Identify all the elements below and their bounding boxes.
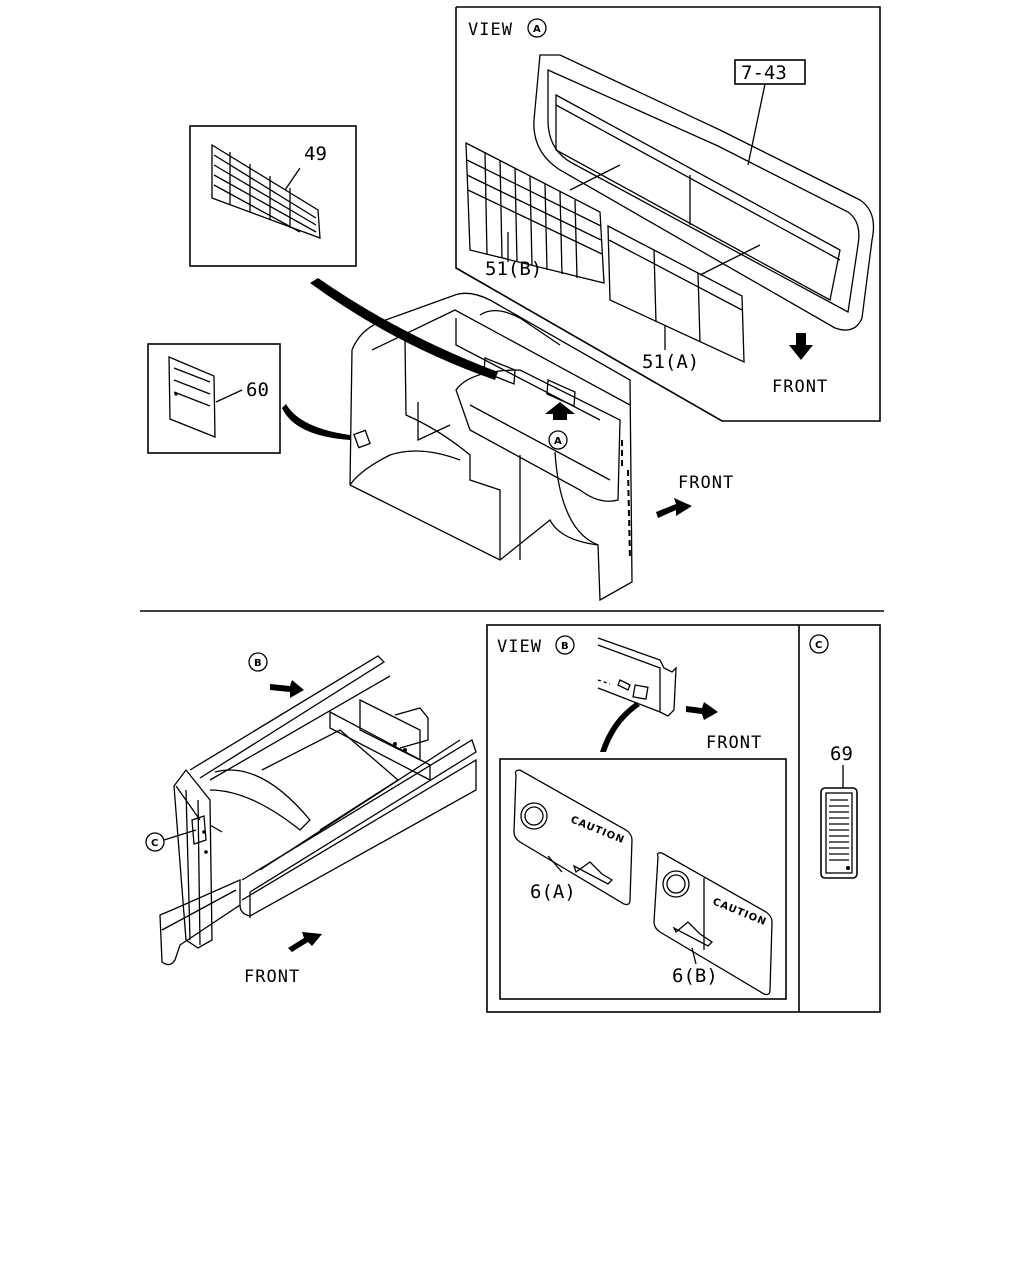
leader-49 [310,278,498,380]
visor-panel [533,54,875,331]
label-51b [465,141,605,284]
front-arrow-main [656,498,692,518]
inset-60: 60 [147,343,281,454]
visor-decal-area [555,93,841,301]
marker-c-circle [145,832,165,852]
callout-51a: 51(A) [642,351,699,373]
inset-49: 49 [189,125,357,267]
view-a-panel: VIEW A 7-43 51(B) [455,6,881,422]
view-b-marker-circle [555,635,575,655]
front-arrow-frame [288,932,322,952]
sun-visor [455,369,621,502]
label-69 [820,787,858,879]
front-label-main: FRONT [678,473,734,493]
callout-69: 69 [830,743,853,765]
view-a-title: VIEW [468,20,513,40]
caution-label-6b [653,852,773,996]
callout-7-43-box [734,59,806,85]
view-c-marker: C [815,640,823,651]
view-b-marker: B [561,641,570,652]
view-c-panel: C 69 [809,634,858,879]
front-label-view-a: FRONT [772,377,828,397]
cab-shell [349,292,633,602]
marker-a-circle [548,430,568,450]
callout-49: 49 [304,143,327,165]
view-a-marker-circle [527,18,547,38]
label-60 [168,356,216,438]
front-arrow-view-a [789,333,813,360]
callout-60: 60 [246,379,269,401]
view-a-marker: A [533,24,542,35]
marker-b: B [254,658,263,669]
frame-arrow-b [270,680,304,698]
marker-c: C [151,838,159,849]
caution-text-6b: CAUTION [711,897,768,929]
front-label-frame: FRONT [244,967,300,987]
callout-7-43: 7-43 [741,62,787,84]
marker-b-circle [248,652,268,672]
view-a-arrow [545,402,575,420]
cab-interior: A [349,292,633,602]
caution-text-6a: CAUTION [569,815,626,847]
frame-view: B C FRONT [145,652,477,987]
callout-6b: 6(B) [672,965,718,987]
view-c-marker-circle [809,634,829,654]
front-arrow-view-b [686,702,718,720]
view-b-leader [600,702,640,752]
caution-label-6a [513,769,633,906]
callout-51b: 51(B) [485,258,542,280]
front-label-view-b: FRONT [706,733,762,753]
callout-6a: 6(A) [530,881,576,903]
label-51a [607,224,745,364]
marker-a: A [554,436,563,447]
leader-60 [282,404,350,440]
view-b-title: VIEW [497,637,542,657]
warning-label-49 [211,143,321,239]
